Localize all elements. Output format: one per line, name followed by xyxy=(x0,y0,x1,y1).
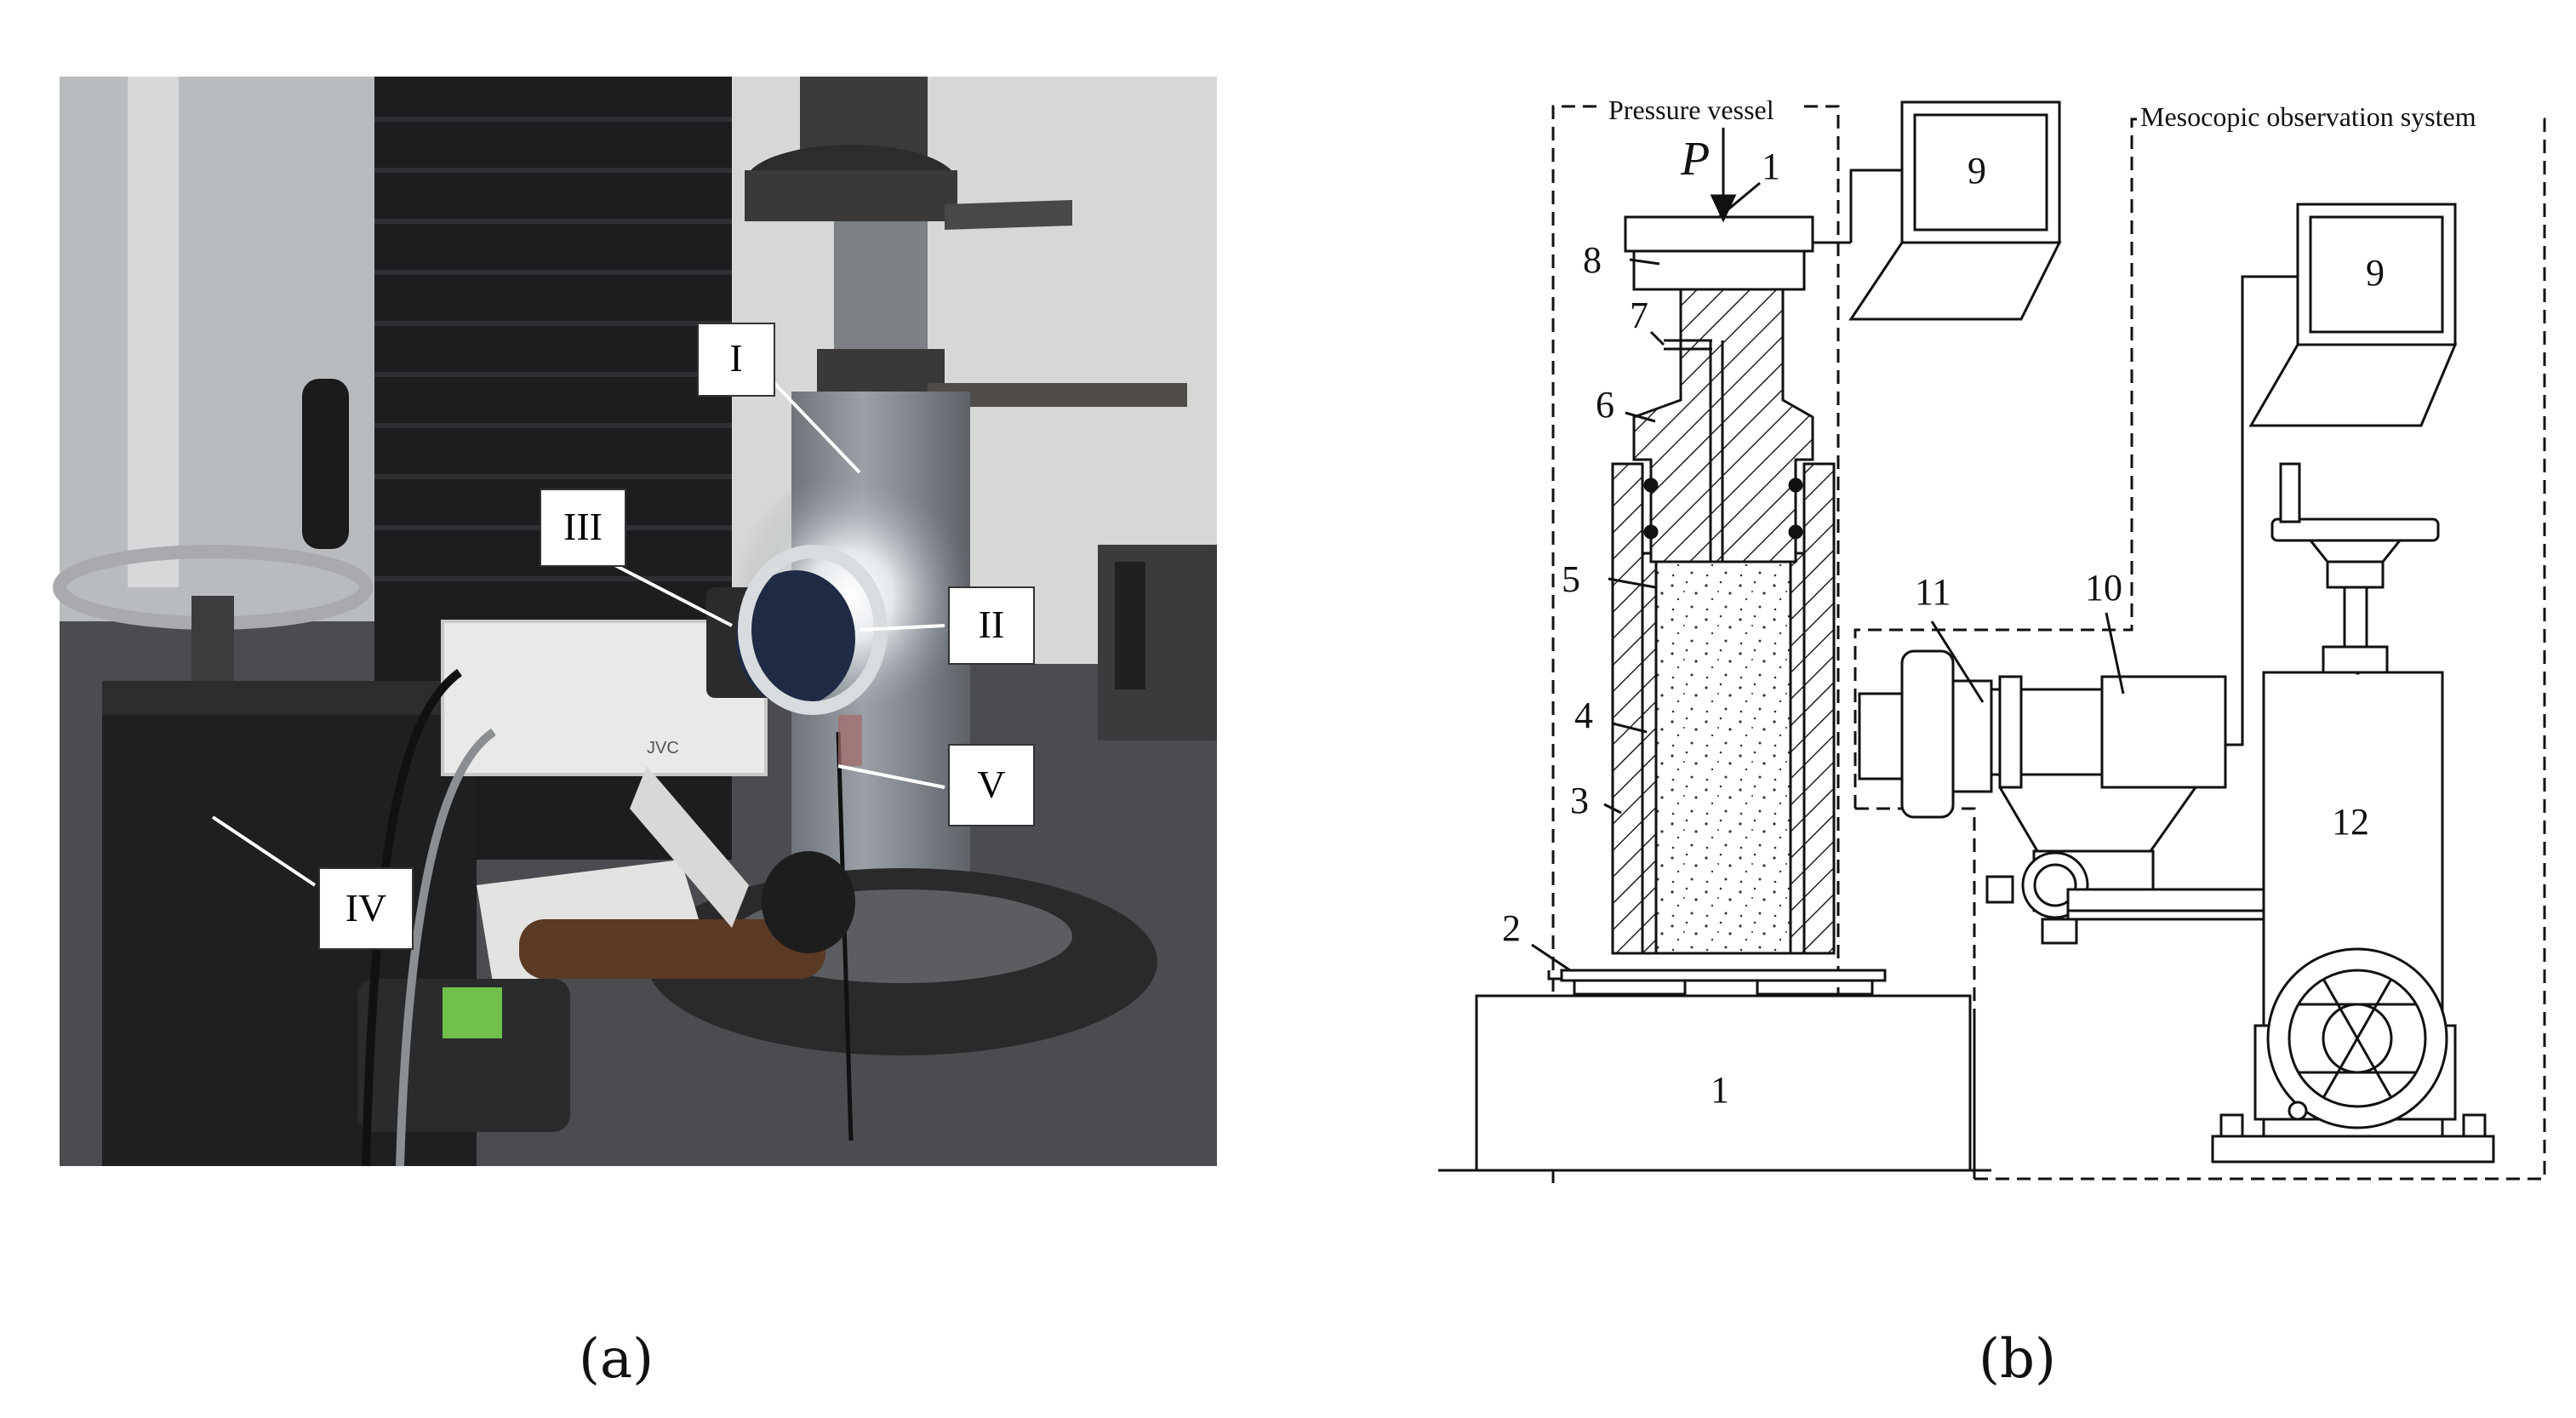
tag-III: III xyxy=(540,489,626,567)
monitor-right xyxy=(2296,203,2457,346)
label-2: 2 xyxy=(1502,907,1521,949)
tag-V: V xyxy=(948,744,1035,826)
label-7: 7 xyxy=(1630,294,1648,336)
label-1-base: 1 xyxy=(1711,1069,1729,1111)
camera-brand: JVC xyxy=(647,739,679,758)
panel-a-photo: JVC I II III xyxy=(53,77,1217,1167)
load-cell xyxy=(1624,215,1814,253)
monitor-left xyxy=(1900,100,2061,244)
stand-top-plate xyxy=(2270,517,2440,542)
cylinder-wall-left xyxy=(1611,462,1644,955)
pressure-vessel-boundary xyxy=(1551,105,1604,1183)
label-3: 3 xyxy=(1570,780,1589,821)
label-8: 8 xyxy=(1583,239,1602,281)
label-4: 4 xyxy=(1574,695,1593,736)
mesocopic-boundary xyxy=(1853,117,2140,809)
tag-I: I xyxy=(697,323,775,397)
svg-text:I: I xyxy=(729,336,742,380)
svg-text:III: III xyxy=(563,505,603,548)
tag-IV: IV xyxy=(318,867,414,950)
label-10: 10 xyxy=(2085,567,2122,609)
svg-text:IV: IV xyxy=(346,886,387,929)
force-label: P xyxy=(1680,133,1710,186)
cylinder-wall-right xyxy=(1802,462,1836,955)
label-9-left: 9 xyxy=(1968,150,1986,192)
caption-a: (a) xyxy=(579,1328,654,1391)
tag-II: II xyxy=(948,586,1035,665)
sample xyxy=(1654,560,1792,955)
label-5: 5 xyxy=(1562,558,1580,600)
panel-b-schematic xyxy=(1438,100,2546,1183)
label-12: 12 xyxy=(2332,801,2369,843)
label-11: 11 xyxy=(1915,571,1951,613)
label-9-right: 9 xyxy=(2366,252,2385,294)
mesocopic-label: Mesocopic observation system xyxy=(2140,101,2476,132)
lens-ring xyxy=(1900,649,1955,819)
label-1-top: 1 xyxy=(1762,146,1780,187)
base-block xyxy=(1475,994,1972,1172)
camera-body xyxy=(2100,675,2227,789)
label-6: 6 xyxy=(1596,384,1614,426)
svg-text:II: II xyxy=(979,603,1005,646)
pressure-vessel-label: Pressure vessel xyxy=(1608,94,1774,125)
caption-b: (b) xyxy=(1979,1328,2056,1391)
panel-b-labels: Pressure vessel Mesocopic observation sy… xyxy=(1502,94,2476,1111)
svg-text:V: V xyxy=(977,763,1005,806)
